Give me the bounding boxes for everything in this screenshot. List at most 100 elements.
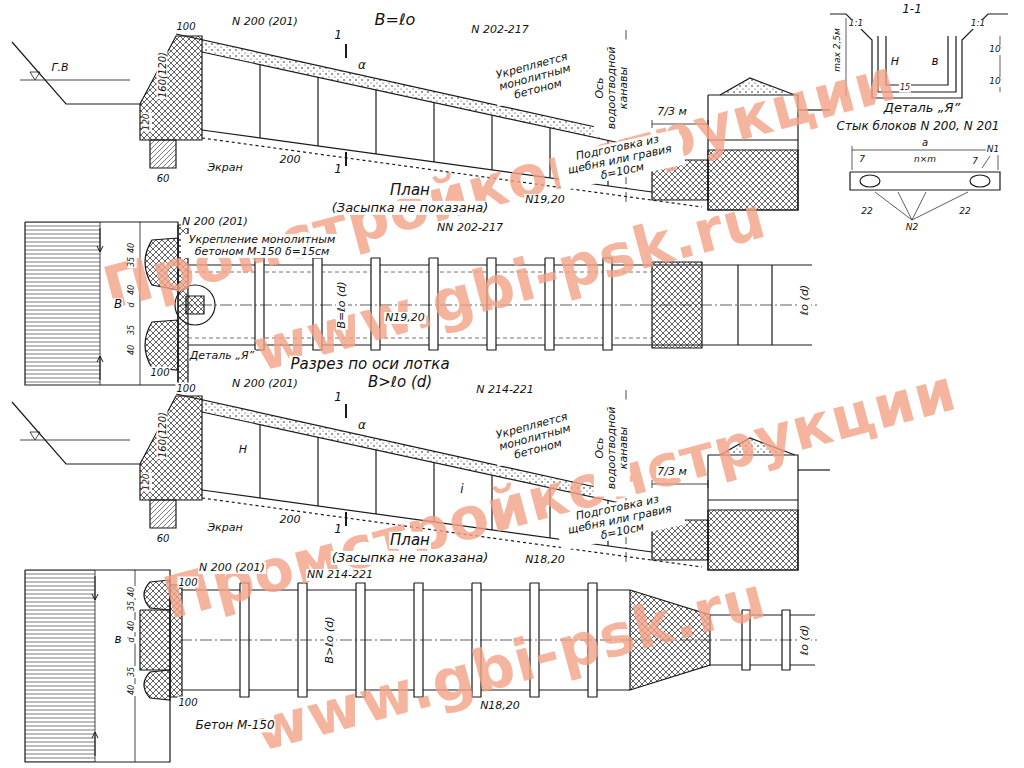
drawing-label: 1:1 <box>970 19 986 29</box>
drawing-label: 22 <box>958 207 971 217</box>
drawing-label: План <box>389 182 431 199</box>
drawing-line <box>25 570 95 762</box>
drawing-line <box>92 732 98 738</box>
joint-bar <box>860 175 880 187</box>
drawing-label: NN 202-217 <box>436 222 504 234</box>
drawing-line <box>144 670 170 700</box>
drawing-label: Экран <box>206 162 243 174</box>
drawing-label: 7/3 м <box>656 466 688 478</box>
drawing-line <box>12 402 142 464</box>
drawing-line <box>912 192 926 220</box>
drawing-line <box>898 192 912 220</box>
drawing-line <box>852 146 853 170</box>
drawing-line <box>345 152 347 166</box>
drawing-label: α <box>357 419 367 432</box>
drawing-label: в <box>113 633 122 646</box>
drawing-label: В=ℓо (d) <box>336 280 348 329</box>
drawing-label: 15 <box>899 84 911 93</box>
drawing-label: 35 <box>128 324 137 336</box>
drawing-label: В>ℓо (d) <box>324 615 336 664</box>
drawing-line <box>375 90 376 154</box>
drawing-line <box>345 404 347 418</box>
drawing-line <box>886 36 948 85</box>
drawing-label: Н <box>890 56 900 68</box>
drawing-label: N1 <box>986 145 1000 155</box>
drawing-line <box>140 610 170 670</box>
drawing-label: 1-1 <box>901 3 923 16</box>
drawing-label: 22 <box>860 207 873 217</box>
drawing-line <box>92 594 98 600</box>
drawing-label: 60 <box>156 533 171 544</box>
drawing-line <box>100 356 101 380</box>
drawing-line <box>259 425 260 498</box>
drawing-label: В>ℓо (d) <box>367 374 433 391</box>
drawing-label: ℓо (d) <box>799 284 811 316</box>
drawing-label: 1 <box>333 391 343 404</box>
drawing-label: 40 <box>128 620 137 632</box>
drawing-line <box>100 228 101 252</box>
drawing-label: 40 <box>128 242 137 254</box>
drawing-label: 100 <box>175 383 196 394</box>
drawing-label: 10 <box>988 45 1001 55</box>
drawing-line <box>202 40 600 139</box>
drawing-label: 10 <box>988 77 1001 87</box>
drawing-line <box>140 396 202 500</box>
drawing-line <box>25 570 170 762</box>
drawing-line <box>150 500 176 528</box>
drawing-line <box>259 65 260 138</box>
drawing-label: 100 <box>177 577 198 588</box>
drawing-label: N18,20 <box>479 700 521 712</box>
drawing-label: Ось водоотводной канавы <box>594 400 630 497</box>
drawing-label: N 200 (201) <box>231 16 299 28</box>
drawing-label: 100 <box>175 21 196 32</box>
drawing-label: 1 <box>333 163 343 176</box>
drawing-line <box>317 77 318 146</box>
drawing-label: Экран <box>206 522 243 534</box>
drawing-line <box>20 440 130 441</box>
drawing-label: α <box>357 59 367 72</box>
drawing-line <box>12 42 142 104</box>
drawing-label: 1 <box>333 29 343 42</box>
drawing-label: 120 <box>142 472 152 491</box>
drawing-label: 60 <box>156 173 171 184</box>
drawing-label: Укрепление монолитным бетоном М-150 δ=15… <box>181 234 343 258</box>
drawing-label: 40 <box>128 344 137 356</box>
drawing-label: 7 <box>858 155 866 165</box>
drawing-label: Ось водоотводной канавы <box>594 40 630 137</box>
drawing-line <box>150 140 176 168</box>
drawing-label: 160(120) <box>157 411 168 459</box>
drawing-label: max 2,5м <box>833 27 843 73</box>
drawing-line <box>737 265 738 345</box>
drawing-label: 120 <box>142 112 152 131</box>
drawing-line <box>708 510 798 570</box>
drawing-line <box>100 222 101 385</box>
drawing-label: 160(120) <box>157 51 168 99</box>
drawing-label: 1 <box>333 523 343 536</box>
drawing-line <box>875 192 912 220</box>
drawing-label: Н <box>238 444 248 456</box>
drawing-label: N 214-221 <box>475 384 535 396</box>
drawing-label: N 200 (201) <box>231 378 299 390</box>
drawing-label: N2 <box>905 223 919 233</box>
drawing-label: d <box>128 301 137 308</box>
drawing-label: N19,20 <box>524 194 566 206</box>
drawing-line <box>97 246 103 252</box>
drawing-label: 35 <box>128 256 137 268</box>
drawing-line <box>345 44 347 58</box>
drawing-label: Деталь „Я” <box>883 101 961 115</box>
drawing-label: Г.В <box>50 62 69 74</box>
drawing-line <box>798 469 830 470</box>
drawing-line <box>30 432 40 440</box>
drawing-line <box>140 36 202 140</box>
drawing-line <box>710 664 815 665</box>
drawing-line <box>375 450 376 514</box>
drawing-line <box>176 34 600 128</box>
drawing-label: 40 <box>128 586 137 598</box>
drawing-label: N19,20 <box>384 312 426 324</box>
drawing-line <box>30 72 40 80</box>
drawing-label: 100 <box>177 697 198 708</box>
joint-bar <box>970 175 990 187</box>
drawing-label: ℓо (d) <box>799 624 811 656</box>
drawing-label: 1:1 <box>848 19 864 29</box>
drawing-line <box>20 80 130 81</box>
